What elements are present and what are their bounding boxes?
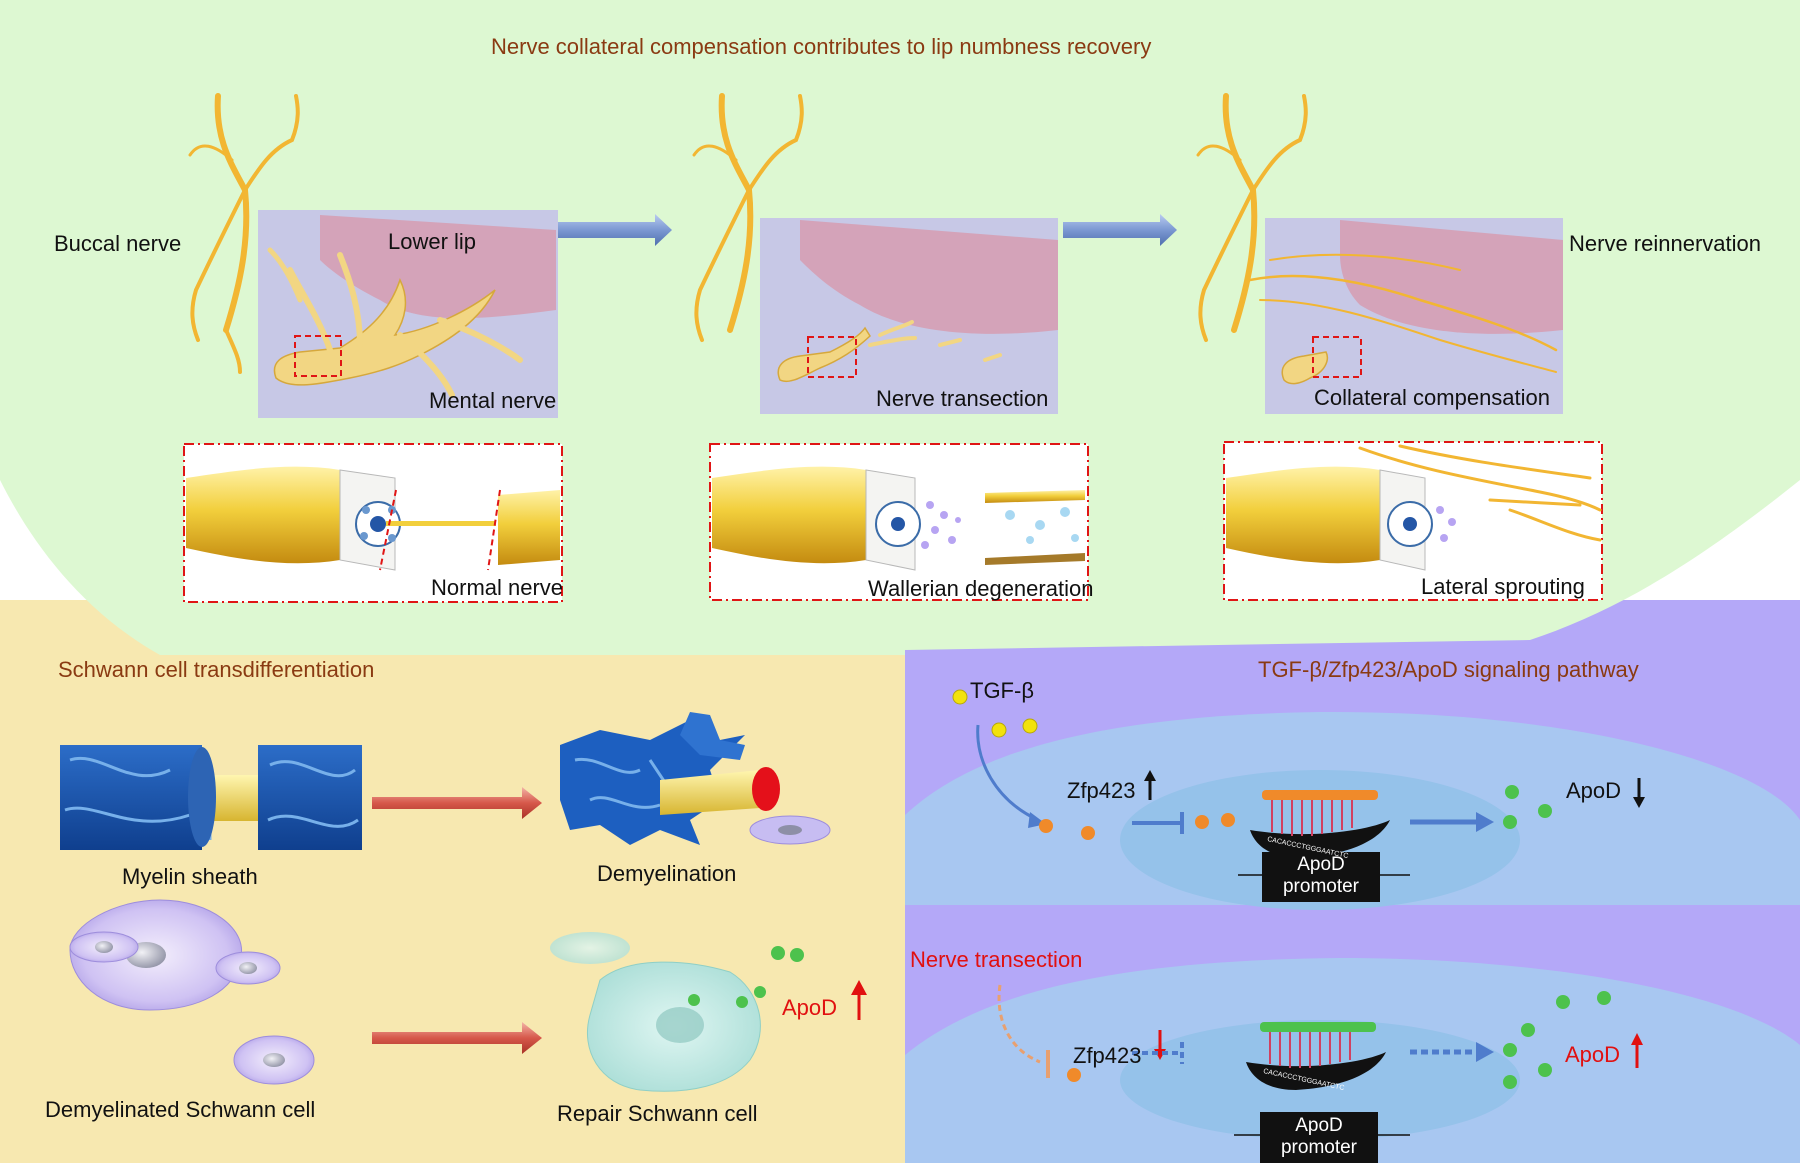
demyelinated-schwann-cells [69, 899, 315, 1085]
zfp423-label-bottom: Zfp423 [1073, 1043, 1142, 1068]
nerve-reinnervation-label: Nerve reinnervation [1569, 231, 1761, 256]
buccal-nerve-tree-3 [1196, 93, 1558, 373]
repair-schwann-cell-label: Repair Schwann cell [557, 1101, 758, 1126]
transition-arrow-2 [1063, 214, 1177, 246]
zoom-panel-wallerian [709, 443, 1089, 601]
top-panel-title: Nerve collateral compensation contribute… [491, 34, 1152, 59]
promoter-bottom-line1: ApoD [1295, 1115, 1343, 1136]
promoter-box-bottom: ApoD promoter [1260, 1115, 1378, 1159]
zfp423-molecules-top [1039, 813, 1235, 840]
normal-nerve-label: Normal nerve [431, 575, 564, 600]
demyelinated-schwann-cell-label: Demyelinated Schwann cell [45, 1097, 316, 1122]
zoom-marker-1 [294, 335, 342, 377]
transcription-arrowhead-top [1476, 812, 1494, 832]
inhibit-line-top [1132, 812, 1184, 834]
zfp423-up-arrowhead [1144, 770, 1156, 781]
tgf-beta-label: TGF-β [970, 678, 1034, 703]
nerve-transection-label: Nerve transection [876, 386, 1049, 411]
dna-promoter-bottom [1234, 1022, 1410, 1163]
promoter-bottom-line2: promoter [1280, 1136, 1358, 1158]
collateral-compensation-label: Collateral compensation [1314, 385, 1551, 410]
zfp423-label-top: Zfp423 [1067, 778, 1136, 803]
wallerian-degeneration-label: Wallerian degeneration [868, 576, 1094, 601]
tgf-beta-molecules [952, 689, 1038, 738]
apod-label-top: ApoD [1566, 778, 1622, 803]
apod-particles-top [1503, 785, 1552, 829]
demyelination-illustration [560, 712, 831, 845]
transition-arrow-1 [558, 214, 672, 246]
promoter-top-line1: ApoD [1297, 854, 1345, 875]
promoter-box-top: ApoD promoter [1262, 854, 1380, 898]
tgf-entry-arrow [976, 724, 1039, 822]
demyelination-label: Demyelination [597, 861, 737, 886]
apod-up-arrowhead-schwann [851, 980, 867, 995]
buccal-nerve-label: Buccal nerve [54, 231, 182, 256]
apod-label-bottom: ApoD [1565, 1042, 1621, 1067]
zfp423-molecule-bottom [1067, 1068, 1081, 1082]
transcription-arrowhead-bottom [1476, 1042, 1494, 1062]
buccal-nerve-tree-2 [692, 93, 804, 342]
buccal-nerve-tree-1 [188, 93, 300, 374]
lip-tissue-image-3 [1265, 218, 1563, 414]
zoom-marker-2 [807, 336, 857, 378]
mental-nerve-label: Mental nerve [429, 388, 557, 413]
mental-nerve-1 [267, 247, 523, 398]
nerve-transection-pathway-label: Nerve transection [910, 947, 1083, 972]
mental-nerve-2 [777, 320, 1002, 382]
mental-nerve-3 [1281, 351, 1329, 385]
pathway-panel-title: TGF-β/Zfp423/ApoD signaling pathway [1258, 657, 1639, 682]
zoom-panel-normal [183, 443, 563, 603]
apod-label-schwann: ApoD [782, 995, 838, 1020]
transection-dashed-arrow [997, 984, 1041, 1064]
apod-up-arrowhead-bottom [1631, 1033, 1643, 1045]
apod-down-arrowhead-top [1633, 797, 1645, 808]
schwann-background [0, 600, 910, 1163]
dna-promoter-top [1238, 790, 1410, 902]
zoom-marker-3 [1312, 336, 1362, 378]
promoter-top-line2: promoter [1282, 875, 1360, 897]
apod-particles-bottom [1503, 991, 1611, 1089]
myelin-sheath-illustration [60, 745, 362, 850]
lower-lip-label: Lower lip [388, 229, 477, 254]
schwann-panel-title: Schwann cell transdifferentiation [58, 657, 375, 682]
lip-tissue-image-2 [760, 218, 1058, 414]
myelin-sheath-label: Myelin sheath [122, 864, 258, 889]
apod-particles-schwann [688, 946, 804, 1008]
inhibit-line-bottom [1132, 1042, 1184, 1064]
repair-schwann-cell-illustration [550, 932, 761, 1092]
red-arrow-1 [372, 787, 542, 819]
lateral-sprouting-label: Lateral sprouting [1421, 574, 1585, 599]
zoom-panel-sprouting [1223, 441, 1603, 601]
red-arrow-2 [372, 1022, 542, 1054]
